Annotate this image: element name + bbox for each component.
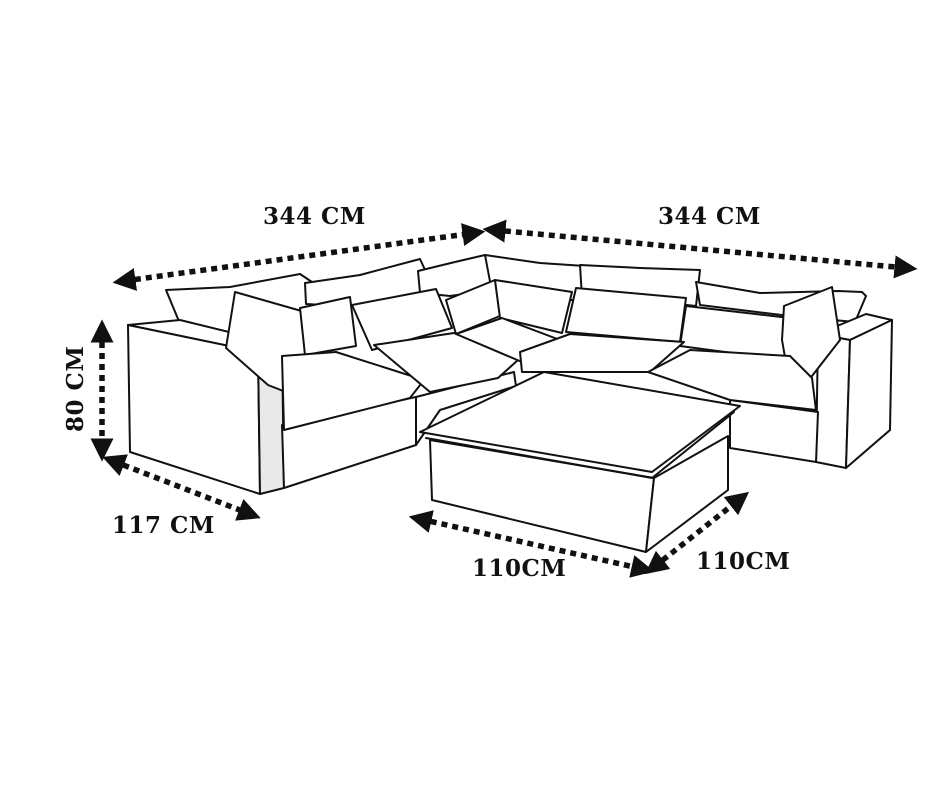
top-left-width-label: 344 CM bbox=[263, 203, 366, 230]
ottoman-cushion bbox=[419, 371, 741, 473]
seat-base-right bbox=[729, 399, 819, 463]
seat-cushion bbox=[281, 351, 425, 431]
ottoman-cushion-seam bbox=[425, 411, 735, 479]
arrow-top-left-width bbox=[112, 223, 486, 291]
dimension-arrows bbox=[90, 219, 918, 578]
seat-cushion bbox=[519, 333, 685, 373]
arrow-top-right-width bbox=[482, 219, 918, 279]
right-arm-side bbox=[845, 319, 893, 469]
arrow-ottoman-width bbox=[408, 510, 655, 578]
throw-pillow bbox=[351, 288, 453, 351]
throw-pillow bbox=[565, 287, 687, 343]
arrow-ottoman-depth bbox=[644, 491, 750, 575]
throw-pillow bbox=[299, 296, 357, 356]
ottoman-width-label: 110CM bbox=[472, 555, 567, 582]
height-label: 80 CM bbox=[62, 345, 89, 432]
seat-cushion bbox=[647, 349, 817, 411]
seat-cushion bbox=[373, 332, 519, 393]
arrow-depth bbox=[102, 454, 261, 521]
ottoman-depth-label: 110CM bbox=[696, 548, 791, 575]
sectional-sofa bbox=[127, 254, 893, 553]
top-right-width-label: 344 CM bbox=[658, 203, 761, 230]
depth-label: 117 CM bbox=[112, 512, 215, 539]
throw-pillow bbox=[494, 279, 573, 334]
